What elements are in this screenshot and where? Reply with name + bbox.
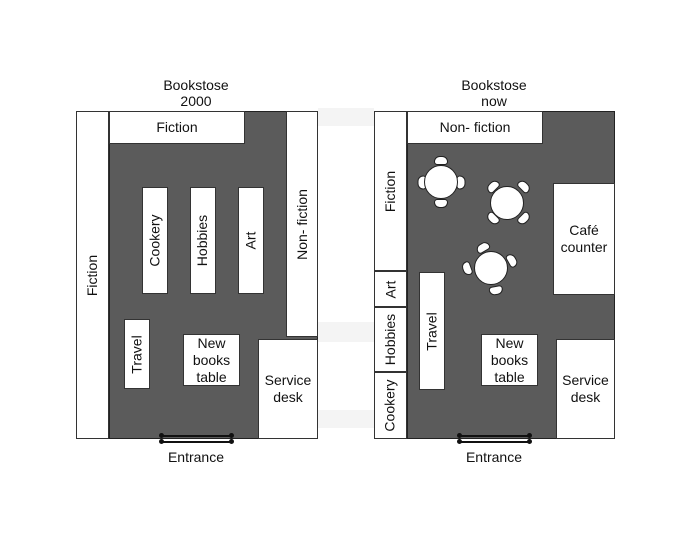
- round-table: [474, 251, 508, 285]
- plan-now-new-books-label: New books table: [490, 334, 529, 385]
- plan-now-cafe-label: Café counter: [560, 222, 608, 255]
- plan-now-entrance-hinge-left-low: [457, 439, 462, 444]
- plan-2000-art-shelf: Art: [238, 187, 264, 294]
- background-ghost-top: [318, 108, 374, 126]
- plan-2000-new-books-table: New books table: [183, 334, 240, 386]
- plan-now-art-label: Art: [381, 280, 398, 298]
- plan-2000-entrance-hinge-right: [229, 433, 234, 438]
- plan-now-entrance-door: [460, 435, 530, 437]
- plan-now-art-shelf: Art: [374, 271, 407, 307]
- plan-now-nonfiction-label: Non- fiction: [439, 119, 511, 135]
- plan-2000-nonfiction-shelf: Non- fiction: [286, 111, 318, 337]
- plan-2000-fiction-top-shelf: Fiction: [109, 111, 245, 144]
- chair: [434, 199, 448, 208]
- plan-now-entrance-hinge-left: [457, 433, 462, 438]
- plan-now-cookery-label: Cookery: [382, 379, 399, 432]
- plan-2000-travel-shelf: Travel: [124, 319, 150, 389]
- plan-now-title-line1: Bookstose: [461, 77, 527, 93]
- plan-2000-fiction-left-shelf: Fiction: [76, 111, 109, 439]
- round-table: [424, 165, 458, 199]
- plan-2000-fiction-left-label: Fiction: [84, 254, 101, 296]
- plan-now-travel-shelf: Travel: [419, 272, 445, 390]
- plan-2000-title: Bookstose 2000: [136, 77, 256, 109]
- plan-now-title-line2: now: [481, 93, 507, 109]
- plan-2000-nonfiction-label: Non- fiction: [293, 188, 310, 260]
- plan-now-entrance-label: Entrance: [465, 449, 523, 465]
- plan-2000-cookery-shelf: Cookery: [142, 187, 168, 294]
- plan-now-cookery-shelf: Cookery: [374, 372, 407, 439]
- plan-now-entrance-door-lower: [460, 441, 530, 443]
- round-table: [490, 186, 524, 220]
- plan-now-travel-label: Travel: [423, 311, 440, 351]
- plan-now-hobbies-label: Hobbies: [382, 313, 398, 366]
- background-ghost-mid: [318, 322, 374, 342]
- plan-2000-service-label: Service desk: [264, 372, 312, 405]
- plan-2000-title-line1: Bookstose: [163, 77, 229, 93]
- chair: [434, 156, 448, 165]
- plan-2000-entrance-label: Entrance: [167, 449, 225, 465]
- plan-now-service-desk: Service desk: [556, 339, 615, 439]
- plan-2000-entrance-door-lower: [162, 441, 232, 443]
- plan-now-entrance-hinge-right: [527, 433, 532, 438]
- plan-2000-hobbies-shelf: Hobbies: [190, 187, 216, 294]
- plan-2000-art-label: Art: [242, 231, 259, 250]
- plan-now-entrance-hinge-right-low: [527, 439, 532, 444]
- plan-2000-title-line2: 2000: [180, 93, 212, 109]
- plan-now-nonfiction-shelf: Non- fiction: [407, 111, 543, 144]
- plan-2000-entrance-hinge-left: [159, 433, 164, 438]
- plan-2000-cookery-label: Cookery: [146, 214, 163, 267]
- plan-2000-entrance-hinge-right-low: [229, 439, 234, 444]
- plan-2000-travel-label: Travel: [128, 334, 145, 374]
- plan-now-cafe-counter: Café counter: [553, 183, 615, 295]
- plan-2000-entrance-hinge-left-low: [159, 439, 164, 444]
- plan-2000-entrance-door: [162, 435, 232, 437]
- plan-2000-hobbies-label: Hobbies: [194, 214, 211, 267]
- plan-2000-fiction-top-label: Fiction: [156, 119, 198, 135]
- plan-now-fiction-shelf: Fiction: [374, 111, 407, 271]
- plan-now-hobbies-shelf: Hobbies: [374, 307, 407, 372]
- plan-2000-service-desk: Service desk: [258, 339, 318, 439]
- plan-now-title: Bookstose now: [434, 77, 554, 109]
- plan-now-service-label: Service desk: [562, 372, 609, 405]
- plan-2000-new-books-label: New books table: [192, 334, 231, 385]
- plan-now-new-books-table: New books table: [481, 334, 538, 386]
- plan-now-fiction-label: Fiction: [382, 170, 399, 212]
- background-ghost-bottom: [318, 410, 374, 428]
